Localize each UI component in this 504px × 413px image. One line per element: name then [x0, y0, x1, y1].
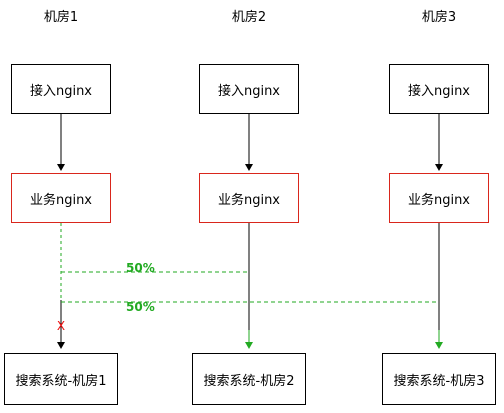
blocked-x-icon: X: [56, 319, 66, 333]
search-system-box-2: 搜索系统-机房2: [192, 353, 306, 405]
search-system-box-3: 搜索系统-机房3: [382, 353, 496, 405]
room-title-2: 机房2: [231, 10, 267, 25]
search-system-box-1: 搜索系统-机房1: [4, 353, 118, 405]
business-nginx-box-2: 业务nginx: [199, 173, 299, 223]
access-nginx-box-2: 接入nginx: [199, 64, 299, 114]
access-nginx-box-1: 接入nginx: [11, 64, 111, 114]
room-title-1: 机房1: [43, 10, 79, 25]
access-nginx-box-3: 接入nginx: [389, 64, 489, 114]
route-percent-room2: 50%: [126, 261, 155, 275]
room-title-3: 机房3: [421, 10, 457, 25]
business-nginx-box-1: 业务nginx: [11, 173, 111, 223]
business-nginx-box-3: 业务nginx: [389, 173, 489, 223]
route-percent-room3: 50%: [126, 300, 155, 314]
